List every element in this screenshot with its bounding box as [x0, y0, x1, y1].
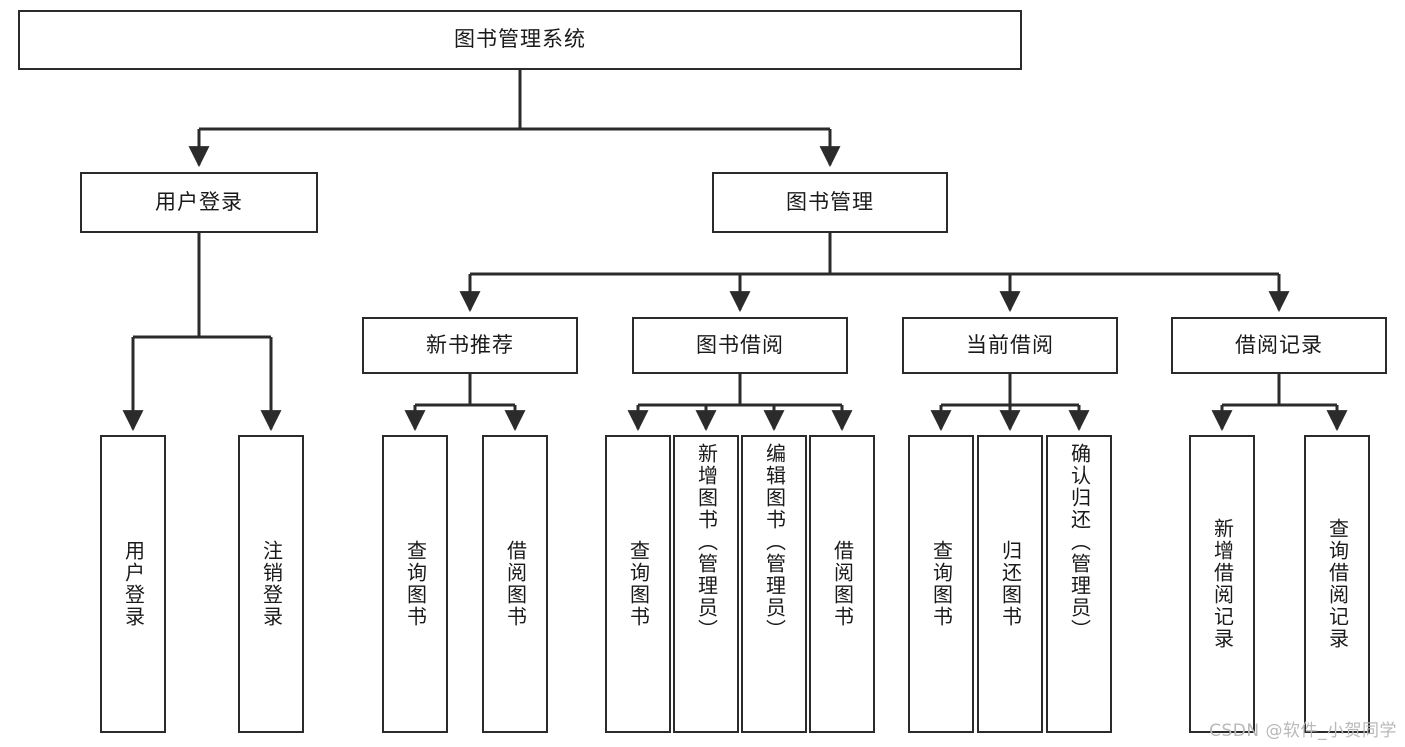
- node-borrow-records[interactable]: 借阅记录: [1171, 317, 1387, 374]
- node-book-management-label: 图书管理: [786, 189, 874, 214]
- leaf-edit-book-admin-label: 编辑图书（管理员）: [762, 443, 787, 641]
- leaf-add-book-admin-label: 新增图书（管理员）: [694, 443, 719, 641]
- leaf-add-borrow-record-label: 新增借阅记录: [1210, 518, 1235, 650]
- node-book-borrow-label: 图书借阅: [696, 332, 784, 357]
- leaf-confirm-return-admin[interactable]: 确认归还（管理员）: [1046, 435, 1112, 733]
- leaf-logout[interactable]: 注销登录: [238, 435, 304, 733]
- leaf-return-book[interactable]: 归还图书: [977, 435, 1043, 733]
- leaf-borrow-book-recommend[interactable]: 借阅图书: [482, 435, 548, 733]
- node-root-label: 图书管理系统: [454, 27, 586, 52]
- leaf-query-book-recommend-label: 查询图书: [403, 540, 428, 628]
- leaf-query-book-borrow-label: 查询图书: [626, 540, 651, 628]
- node-borrow-records-label: 借阅记录: [1235, 332, 1323, 357]
- node-book-management[interactable]: 图书管理: [712, 172, 948, 233]
- leaf-query-book-borrow[interactable]: 查询图书: [605, 435, 671, 733]
- leaf-borrow-book[interactable]: 借阅图书: [809, 435, 875, 733]
- leaf-edit-book-admin[interactable]: 编辑图书（管理员）: [741, 435, 807, 733]
- node-user-login-label: 用户登录: [155, 189, 243, 214]
- node-root[interactable]: 图书管理系统: [18, 10, 1022, 70]
- leaf-borrow-book-recommend-label: 借阅图书: [503, 540, 528, 628]
- node-new-book-recommend-label: 新书推荐: [426, 332, 514, 357]
- node-new-book-recommend[interactable]: 新书推荐: [362, 317, 578, 374]
- leaf-borrow-book-label: 借阅图书: [830, 540, 855, 628]
- leaf-logout-label: 注销登录: [259, 540, 284, 628]
- leaf-user-login[interactable]: 用户登录: [100, 435, 166, 733]
- watermark-text: CSDN @软件_小贺同学: [1209, 721, 1397, 741]
- leaf-confirm-return-admin-label: 确认归还（管理员）: [1067, 443, 1092, 641]
- node-current-borrow[interactable]: 当前借阅: [902, 317, 1118, 374]
- leaf-add-borrow-record[interactable]: 新增借阅记录: [1189, 435, 1255, 733]
- leaf-add-book-admin[interactable]: 新增图书（管理员）: [673, 435, 739, 733]
- node-current-borrow-label: 当前借阅: [966, 332, 1054, 357]
- leaf-query-borrow-record[interactable]: 查询借阅记录: [1304, 435, 1370, 733]
- leaf-query-borrow-record-label: 查询借阅记录: [1325, 518, 1350, 650]
- leaf-user-login-label: 用户登录: [121, 540, 146, 628]
- node-book-borrow[interactable]: 图书借阅: [632, 317, 848, 374]
- leaf-query-book-recommend[interactable]: 查询图书: [382, 435, 448, 733]
- leaf-return-book-label: 归还图书: [998, 540, 1023, 628]
- leaf-query-book-current-label: 查询图书: [929, 540, 954, 628]
- node-user-login[interactable]: 用户登录: [80, 172, 318, 233]
- leaf-query-book-current[interactable]: 查询图书: [908, 435, 974, 733]
